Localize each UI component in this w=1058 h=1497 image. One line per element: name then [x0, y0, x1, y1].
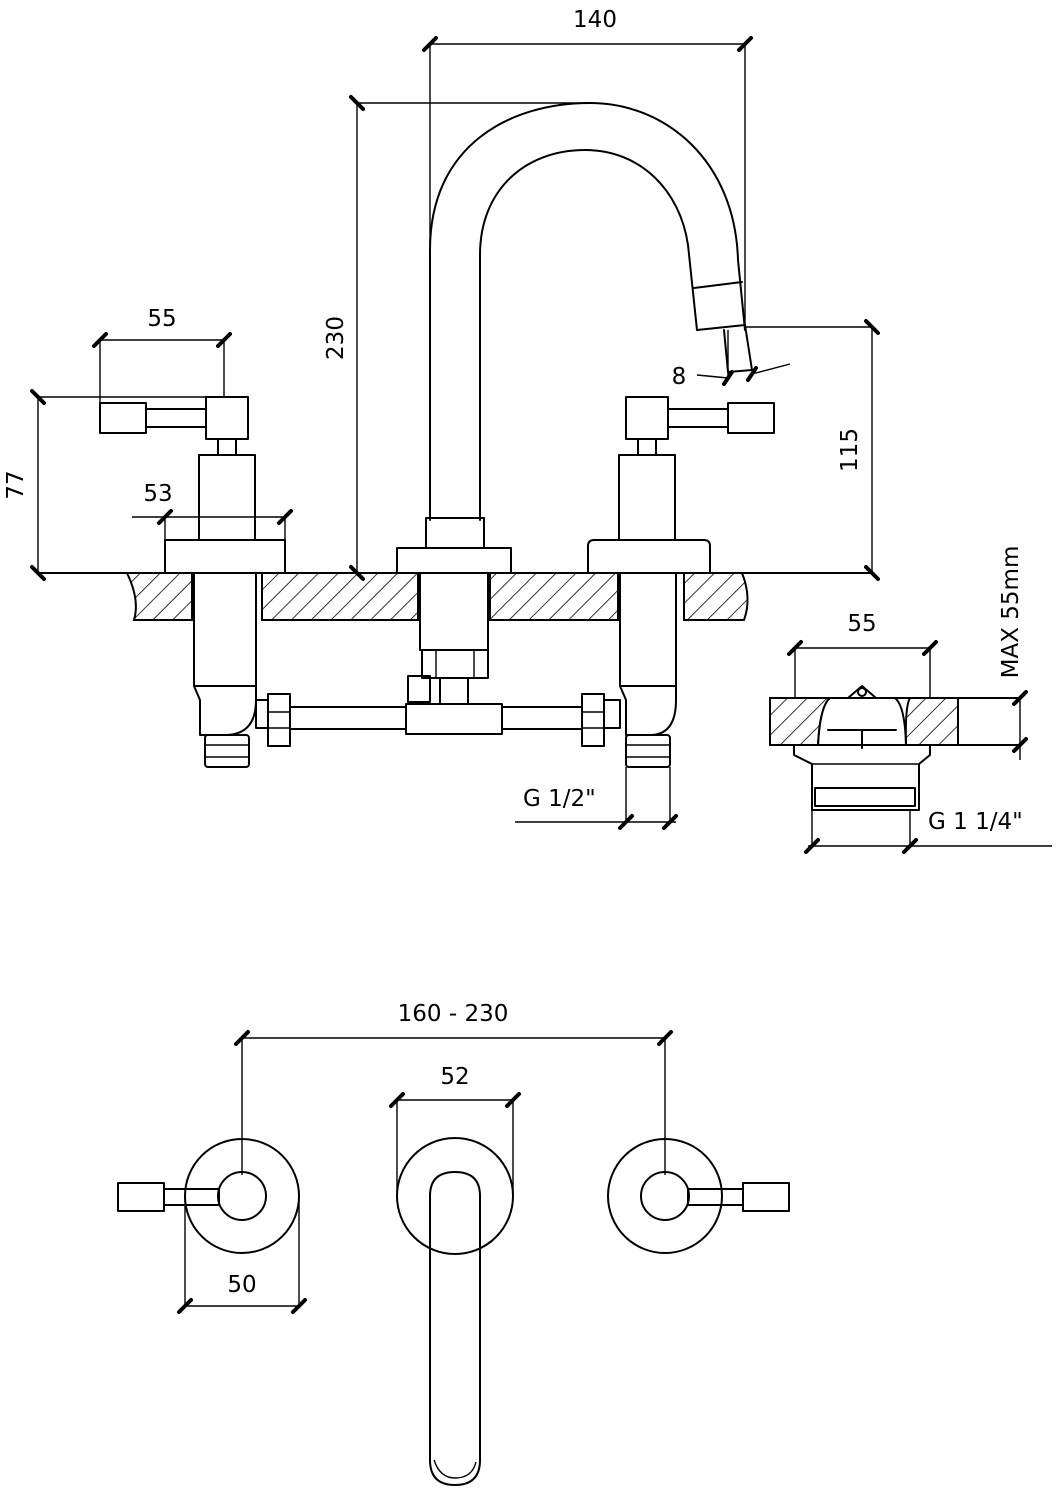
dim-max-deck-thickness: MAX 55mm [998, 546, 1024, 679]
dim-base-width: 53 [143, 481, 172, 507]
dim-total-height: 230 [323, 316, 349, 360]
dim-drain-width: 55 [847, 611, 876, 637]
right-handle [587, 396, 775, 574]
dim-spout-reach: 140 [573, 7, 617, 33]
dim-handle-base-diameter: 50 [227, 1272, 256, 1298]
drain-detail-view: 55 MAX 55mm G 1 1/4" [769, 546, 1052, 854]
spout [396, 102, 753, 574]
dim-spout-base-diameter: 52 [440, 1064, 469, 1090]
left-handle [99, 396, 286, 574]
dim-handle-height: 77 [3, 470, 29, 499]
dim-handle-length: 55 [147, 306, 176, 332]
under-counter-plumbing [193, 572, 677, 768]
front-elevation-view: 140 230 55 77 53 8 115 G 1/2" [3, 7, 880, 830]
dim-inlet-thread: G 1/2" [523, 786, 596, 812]
front-dimension-lines [30, 36, 880, 830]
dim-center-spacing: 160 - 230 [398, 1001, 509, 1027]
dim-outlet-height: 115 [837, 428, 863, 472]
countertop-section [37, 572, 873, 621]
dim-drain-thread: G 1 1/4" [928, 809, 1023, 835]
plan-view: 160 - 230 52 50 [117, 1001, 790, 1486]
dim-spout-angle: 8 [672, 364, 687, 390]
